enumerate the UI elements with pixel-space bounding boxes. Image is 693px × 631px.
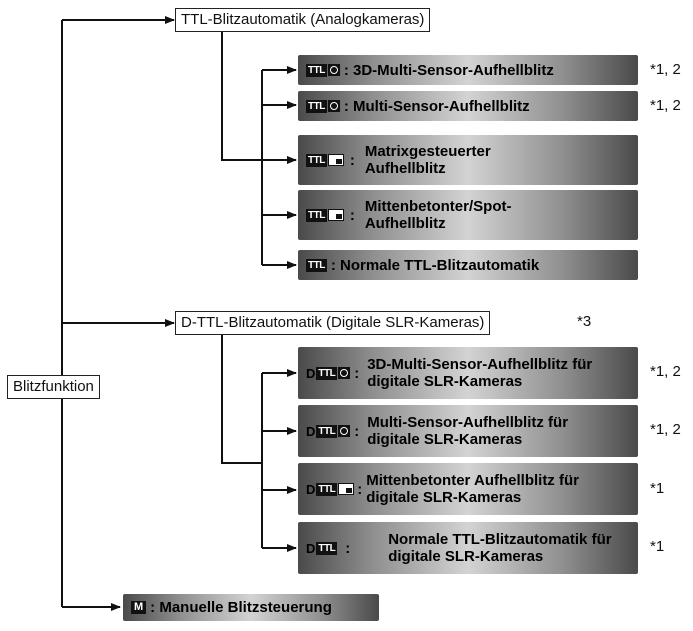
analog-item-matrix: TTL : Matrixgesteuerter Aufhellblitz: [298, 135, 638, 185]
digital-item-label: 3D-Multi-Sensor-Aufhellblitz für digital…: [367, 356, 593, 390]
analog-item-center-spot: TTL : Mittenbetonter/Spot-Aufhellblitz: [298, 190, 638, 240]
colon: :: [349, 206, 355, 224]
colon: :: [354, 422, 360, 440]
colon: :: [354, 364, 360, 382]
colon: :: [345, 539, 351, 557]
manual-flash-box: M : Manuelle Blitzsteuerung: [123, 594, 379, 621]
digital-item-label: Mittenbetonter Aufhellblitz für digitale…: [366, 472, 579, 506]
analog-item-label: : Multi-Sensor-Aufhellblitz: [343, 97, 530, 115]
digital-item-note: *1, 2: [650, 363, 681, 380]
analog-item-multi-sensor: TTL : Multi-Sensor-Aufhellblitz: [298, 91, 638, 121]
ttl-icon: TTL: [306, 258, 327, 272]
analog-item-label: : 3D-Multi-Sensor-Aufhellblitz: [343, 61, 554, 79]
colon: :: [357, 480, 363, 498]
root-box: Blitzfunktion: [7, 375, 100, 399]
digital-item-label: Normale TTL-Blitzautomatik für digitale …: [388, 531, 612, 565]
digital-branch-note: *3: [577, 313, 592, 330]
analog-item-label: Matrixgesteuerter Aufhellblitz: [364, 143, 491, 177]
analog-item-normal-ttl: TTL : Normale TTL-Blitzautomatik: [298, 250, 638, 280]
ttl-matrix-icon: TTL: [306, 153, 344, 167]
manual-label: : Manuelle Blitzsteuerung: [150, 599, 332, 616]
m-icon: M: [131, 601, 147, 614]
digital-item-label: Multi-Sensor-Aufhellblitz für digitale S…: [367, 414, 569, 448]
ttl-sensor-icon: TTL: [306, 63, 340, 77]
digital-item-note: *1: [650, 480, 665, 497]
ttl-matrix-icon: TTL: [306, 208, 344, 222]
analog-item-note: *1, 2: [650, 97, 681, 114]
colon: :: [349, 151, 355, 169]
analog-item-note: *1, 2: [650, 61, 681, 78]
digital-item-note: *1: [650, 538, 665, 555]
ttl-sensor-icon: TTL: [306, 99, 340, 113]
analog-ttl-box: TTL-Blitzautomatik (Analogkameras): [175, 8, 431, 32]
analog-item-label: Mittenbetonter/Spot-Aufhellblitz: [364, 198, 512, 232]
analog-item-label: : Normale TTL-Blitzautomatik: [330, 256, 540, 274]
digital-dttl-box: D-TTL-Blitzautomatik (Digitale SLR-Kamer…: [175, 311, 491, 335]
digital-item-note: *1, 2: [650, 421, 681, 438]
analog-item-3d-multi-sensor: TTL : 3D-Multi-Sensor-Aufhellblitz: [298, 55, 638, 85]
